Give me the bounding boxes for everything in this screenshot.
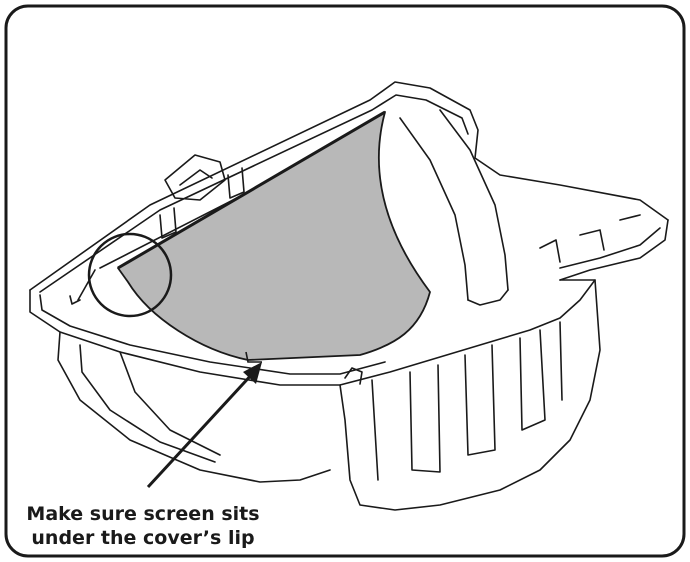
basket-rim-right (559, 219, 669, 281)
callout-text-line-2: under the cover’s lip (31, 527, 254, 549)
screen-top-edge (117, 110, 386, 270)
callout-text-line-1: Make sure screen sits (26, 503, 259, 525)
basket-body-right (339, 279, 601, 511)
basket-rim-back-inner (39, 94, 469, 293)
cover-lip-tab (245, 351, 262, 363)
basket-rim-front (29, 279, 596, 386)
detail-circle (87, 232, 173, 318)
basket-belly (57, 331, 331, 483)
filter-screen (117, 111, 431, 361)
callout-arrow (146, 362, 262, 489)
basket-latch (164, 154, 226, 201)
basket-inner-wall (399, 117, 469, 301)
basket-rim-back (29, 81, 669, 291)
